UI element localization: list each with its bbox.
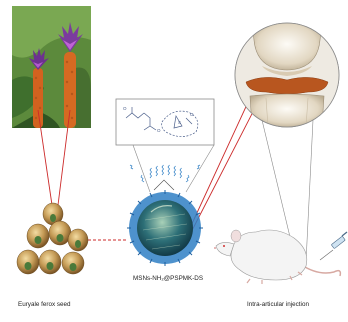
svg-text:O: O — [190, 112, 194, 117]
nanoparticle-icon — [127, 165, 203, 266]
chemical-structure-icon — [116, 99, 214, 145]
injection-label: Intra-articular injection — [247, 301, 309, 308]
mouse-icon — [214, 230, 340, 284]
polymer-brush-strands — [130, 165, 200, 182]
knee-joint-icon — [235, 23, 339, 127]
svg-text:O: O — [157, 128, 161, 133]
seed-label: Euryale ferox seed — [18, 301, 71, 308]
molecule-callout: O O S O — [116, 99, 214, 192]
svg-text:S: S — [178, 120, 181, 125]
syringe-icon — [320, 232, 347, 260]
plant-photo — [12, 6, 91, 128]
nanoparticle-label: MSNs-NH₂@PSPMK-DS — [133, 275, 203, 282]
svg-text:O: O — [123, 106, 127, 111]
seed-cluster — [17, 203, 88, 274]
